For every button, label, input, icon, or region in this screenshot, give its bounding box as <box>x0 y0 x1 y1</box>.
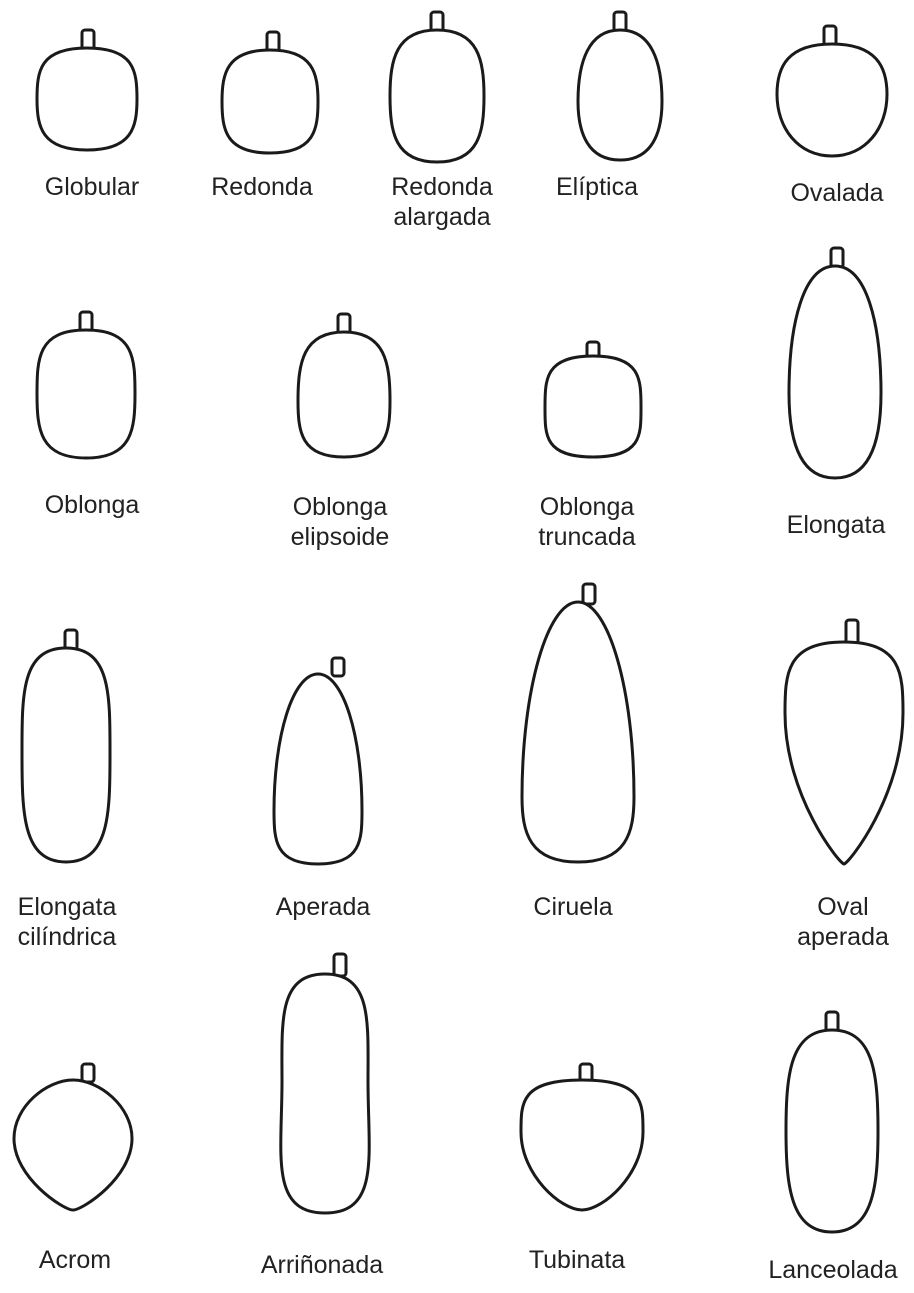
globular-shape <box>37 30 137 150</box>
oval-aperada-shape <box>785 620 903 864</box>
ovalada-label: Ovalada <box>790 178 883 208</box>
oval-aperada-label-line: aperada <box>797 922 889 952</box>
oval-aperada-label-line: Oval <box>797 892 889 922</box>
ciruela-shape <box>522 584 634 862</box>
acrom-stem <box>82 1064 94 1082</box>
elongata-shape <box>789 248 881 478</box>
ovalada-outline <box>777 44 887 156</box>
aperada-label: Aperada <box>276 892 371 922</box>
elongata-outline <box>789 266 881 478</box>
oval-aperada-stem <box>846 620 858 644</box>
redonda-outline <box>222 50 318 153</box>
globular-label: Globular <box>45 172 140 202</box>
acrom-outline <box>14 1080 132 1210</box>
oblonga-label: Oblonga <box>45 490 140 520</box>
oblonga-elipsoide-label-line: elipsoide <box>291 522 390 552</box>
ciruela-label-line: Ciruela <box>533 892 612 922</box>
eliptica-label: Elíptica <box>556 172 638 202</box>
redonda-alargada-label-line: alargada <box>391 202 492 232</box>
globular-label-line: Globular <box>45 172 140 202</box>
oblonga-elipsoide-label-line: Oblonga <box>291 492 390 522</box>
acrom-shape <box>14 1064 132 1210</box>
lanceolada-shape <box>786 1012 878 1232</box>
aperada-outline <box>274 674 362 864</box>
ovalada-label-line: Ovalada <box>790 178 883 208</box>
elongata-label: Elongata <box>787 510 886 540</box>
redonda-label-line: Redonda <box>211 172 312 202</box>
acrom-label-line: Acrom <box>39 1245 111 1275</box>
oblonga-truncada-label-line: Oblonga <box>538 492 635 522</box>
lanceolada-outline <box>786 1030 878 1232</box>
arrinonada-outline <box>281 974 369 1213</box>
redonda-shape <box>222 32 318 153</box>
oblonga-truncada-outline <box>545 356 641 457</box>
arrinonada-shape <box>281 954 369 1213</box>
eliptica-label-line: Elíptica <box>556 172 638 202</box>
redonda-label: Redonda <box>211 172 312 202</box>
oval-aperada-outline <box>785 642 903 864</box>
aperada-label-line: Aperada <box>276 892 371 922</box>
redonda-alargada-shape <box>390 12 484 162</box>
ciruela-outline <box>522 602 634 862</box>
tubinata-outline <box>521 1080 643 1210</box>
arrinonada-label: Arriñonada <box>261 1250 383 1280</box>
aperada-shape <box>274 658 362 864</box>
tubinata-label: Tubinata <box>529 1245 625 1275</box>
redonda-alargada-outline <box>390 30 484 162</box>
tubinata-label-line: Tubinata <box>529 1245 625 1275</box>
lanceolada-label: Lanceolada <box>768 1255 897 1285</box>
oblonga-truncada-shape <box>545 342 641 457</box>
acrom-label: Acrom <box>39 1245 111 1275</box>
globular-outline <box>37 48 137 150</box>
oblonga-truncada-label-line: truncada <box>538 522 635 552</box>
ciruela-stem <box>583 584 595 604</box>
lanceolada-label-line: Lanceolada <box>768 1255 897 1285</box>
elongata-cilindrica-label-line: cilíndrica <box>18 922 117 952</box>
oblonga-outline <box>37 330 135 458</box>
elongata-label-line: Elongata <box>787 510 886 540</box>
eliptica-outline <box>578 30 662 160</box>
arrinonada-label-line: Arriñonada <box>261 1250 383 1280</box>
tubinata-shape <box>521 1064 643 1210</box>
arrinonada-stem <box>334 954 346 976</box>
oblonga-shape <box>37 312 135 458</box>
redonda-alargada-label-line: Redonda <box>391 172 492 202</box>
oblonga-elipsoide-outline <box>298 332 390 457</box>
eliptica-shape <box>578 12 662 160</box>
elongata-cilindrica-label-line: Elongata <box>18 892 117 922</box>
ciruela-label: Ciruela <box>533 892 612 922</box>
elongata-cilindrica-outline <box>22 648 110 862</box>
oblonga-elipsoide-shape <box>298 314 390 457</box>
oblonga-label-line: Oblonga <box>45 490 140 520</box>
elongata-cilindrica-shape <box>22 630 110 862</box>
ovalada-shape <box>777 26 887 156</box>
aperada-stem <box>332 658 344 676</box>
